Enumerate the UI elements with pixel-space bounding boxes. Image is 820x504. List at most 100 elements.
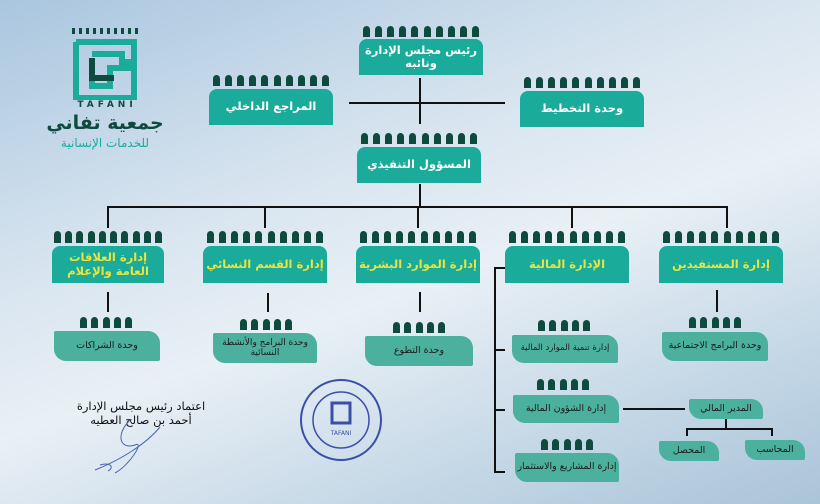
stamp-icon: TAFANI	[300, 379, 382, 461]
box-teeth	[524, 77, 640, 88]
tooth-icon	[110, 231, 118, 243]
finance-affairs[interactable]: إدارة الشؤون المالية	[513, 395, 619, 423]
internal-auditor-box[interactable]: المراجع الداخلي	[209, 89, 333, 125]
tooth-icon	[285, 75, 293, 86]
box-teeth	[689, 317, 741, 328]
tooth-icon	[771, 231, 779, 243]
tooth-icon	[582, 379, 589, 390]
unit-women-programs[interactable]: وحدة البرامج والأنشطة النسائية	[213, 333, 317, 363]
svg-text:TAFANI: TAFANI	[330, 430, 352, 437]
tooth-icon	[457, 133, 465, 144]
tooth-icon	[125, 317, 132, 328]
tooth-icon	[285, 319, 292, 330]
box-teeth	[393, 322, 445, 333]
tooth-icon	[596, 77, 604, 88]
tooth-icon	[438, 322, 445, 333]
tooth-icon	[723, 231, 731, 243]
tooth-icon	[509, 231, 516, 243]
tooth-icon	[363, 26, 370, 37]
tooth-icon	[297, 75, 305, 86]
unit-volunteering[interactable]: وحدة التطوع	[365, 336, 473, 366]
box-teeth	[240, 319, 292, 330]
tooth-icon	[249, 75, 257, 86]
connector	[107, 206, 109, 228]
planning-unit-box[interactable]: وحدة التخطيط	[520, 91, 644, 127]
tooth-icon	[432, 231, 440, 243]
logo-mark-icon	[72, 28, 138, 100]
tooth-icon	[699, 231, 707, 243]
tooth-icon	[80, 317, 87, 328]
tooth-icon	[251, 319, 259, 330]
tooth-icon	[54, 231, 61, 243]
tooth-icon	[243, 231, 251, 243]
tooth-icon	[444, 231, 452, 243]
accountant[interactable]: المحاسب	[745, 440, 805, 460]
tooth-icon	[560, 320, 568, 331]
tooth-icon	[154, 231, 162, 243]
connector	[726, 206, 728, 228]
tooth-icon	[121, 231, 129, 243]
dept-finance[interactable]: الإدارة المالية	[505, 246, 629, 283]
tooth-icon	[687, 231, 695, 243]
tooth-icon	[536, 77, 544, 88]
tooth-icon	[255, 231, 263, 243]
tooth-icon	[593, 231, 601, 243]
unit-social-programs[interactable]: وحدة البرامج الاجتماعية	[662, 332, 768, 361]
tooth-icon	[722, 317, 730, 328]
tooth-icon	[262, 319, 270, 330]
dept-hr[interactable]: إدارة الموارد البشرية	[356, 246, 480, 283]
tooth-icon	[408, 231, 416, 243]
tooth-icon	[747, 231, 755, 243]
tooth-icon	[557, 231, 565, 243]
connector	[494, 409, 505, 411]
dept-women[interactable]: إدارة القسم النسائي	[203, 246, 327, 283]
tooth-icon	[385, 133, 393, 144]
box-teeth	[663, 231, 779, 243]
tooth-icon	[560, 77, 568, 88]
dept-beneficiaries[interactable]: إدارة المستفيدين	[659, 246, 783, 283]
tooth-icon	[569, 231, 577, 243]
approval-text: اعتماد رئيس مجلس الإدارة أحمد بن صالح ال…	[60, 399, 222, 428]
box-teeth	[361, 133, 477, 144]
financial-manager[interactable]: المدير المالي	[689, 399, 763, 419]
tooth-icon	[549, 320, 557, 331]
tooth-icon	[581, 231, 589, 243]
box-teeth	[538, 320, 590, 331]
tooth-icon	[447, 26, 455, 37]
collector[interactable]: المحصل	[659, 441, 719, 461]
dept-public-relations[interactable]: إدارة العلاقات العامة والإعلام	[52, 246, 164, 283]
tooth-icon	[468, 231, 476, 243]
tooth-icon	[663, 231, 670, 243]
executive-box[interactable]: المسؤول التنفيذي	[357, 147, 481, 183]
tooth-icon	[291, 231, 299, 243]
tooth-icon	[426, 322, 434, 333]
tooth-icon	[411, 26, 419, 37]
chairman-box[interactable]: رئيس مجلس الإدارة ونائبه	[359, 39, 483, 75]
tooth-icon	[404, 322, 412, 333]
signature-icon	[94, 419, 161, 474]
tooth-icon	[396, 231, 404, 243]
tooth-icon	[675, 231, 683, 243]
logo-latin: TAFANI	[77, 100, 137, 110]
tooth-icon	[552, 439, 560, 450]
tooth-icon	[360, 231, 367, 243]
tooth-icon	[586, 439, 593, 450]
tooth-icon	[76, 231, 84, 243]
connector	[264, 206, 266, 228]
box-teeth	[509, 231, 625, 243]
tooth-icon	[559, 379, 567, 390]
tooth-icon	[240, 319, 247, 330]
finance-projects[interactable]: إدارة المشاريع والاستثمار	[515, 453, 619, 482]
tooth-icon	[548, 379, 556, 390]
tooth-icon	[393, 322, 400, 333]
finance-resources-dev[interactable]: إدارة تنمية الموارد المالية	[512, 335, 618, 363]
unit-partnerships[interactable]: وحدة الشراكات	[54, 331, 160, 361]
tooth-icon	[237, 75, 245, 86]
tooth-icon	[541, 439, 548, 450]
connector	[494, 471, 505, 473]
tooth-icon	[521, 231, 529, 243]
tooth-icon	[471, 26, 479, 37]
tooth-icon	[711, 231, 719, 243]
tooth-icon	[409, 133, 417, 144]
connector	[349, 102, 505, 104]
